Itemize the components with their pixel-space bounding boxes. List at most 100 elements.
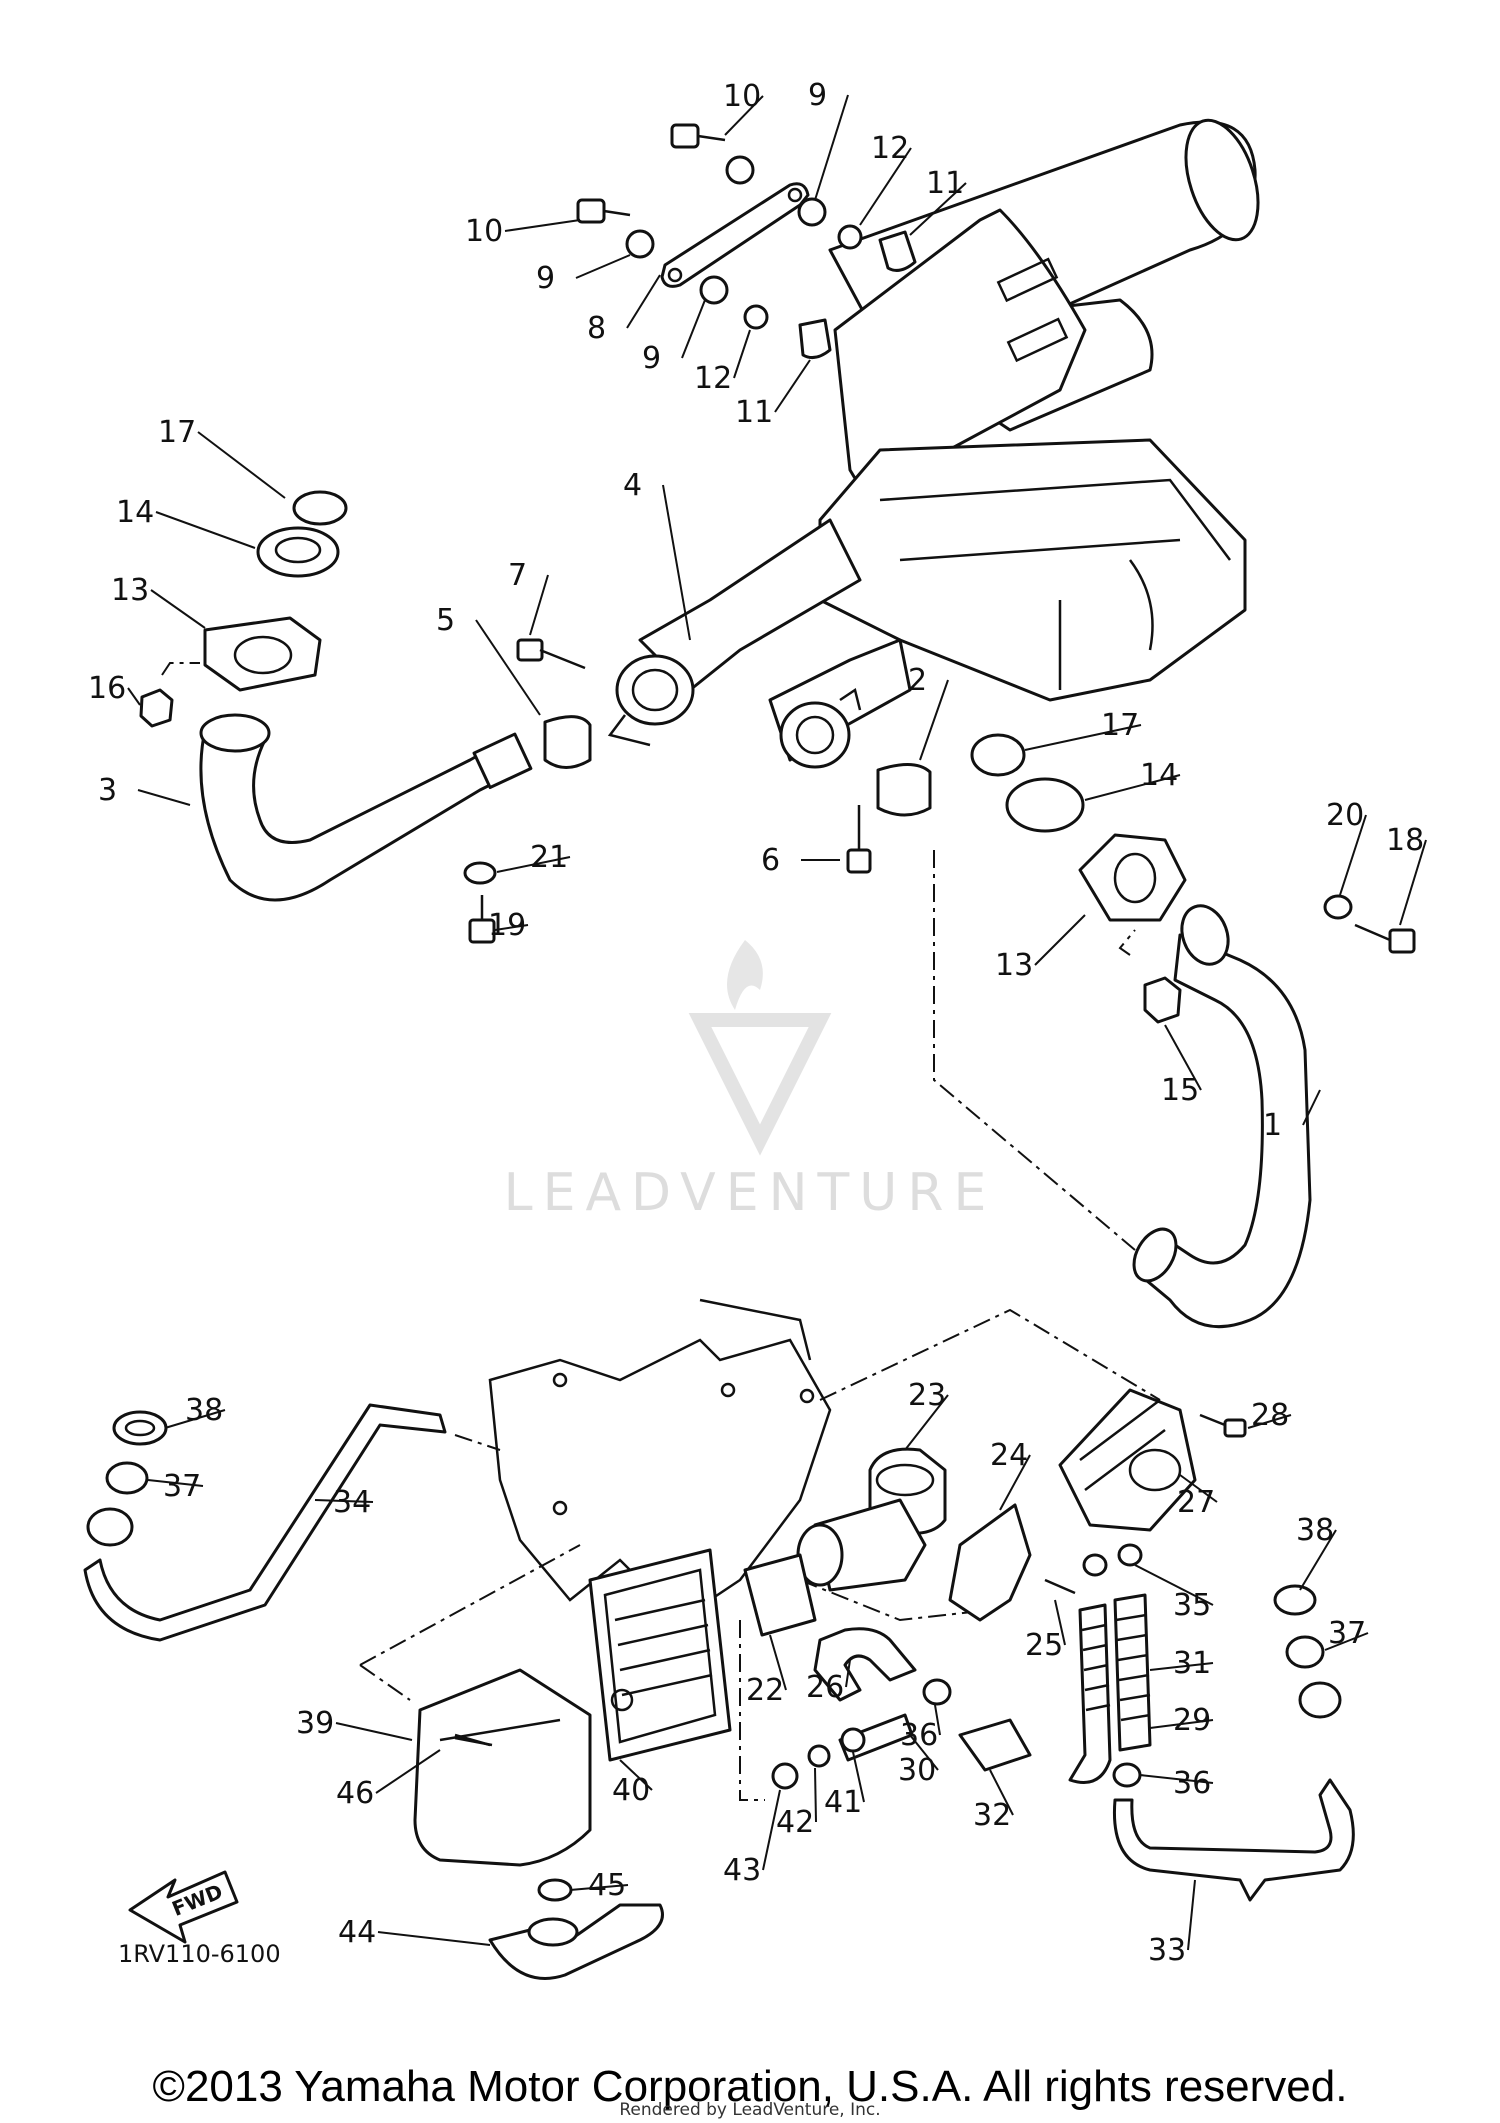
clamp-35b xyxy=(1117,1543,1143,1567)
grommet-9d xyxy=(699,275,729,305)
callout-c9c: 9 xyxy=(642,341,661,376)
callout-c39: 39 xyxy=(296,1706,334,1741)
bolt-18 xyxy=(1354,923,1416,954)
leader-line-c15 xyxy=(1164,1024,1202,1091)
callout-c5: 5 xyxy=(436,603,455,638)
hose-end-left xyxy=(86,1507,134,1547)
hose-31 xyxy=(1068,1603,1112,1784)
leader-line-c2 xyxy=(919,679,949,761)
pipe-clamp-rear xyxy=(779,687,862,769)
washer-20 xyxy=(1323,894,1353,920)
callout-c7: 7 xyxy=(508,558,527,593)
callout-c2: 2 xyxy=(908,663,927,698)
drain-hose-44 xyxy=(488,1903,664,1980)
callout-c37a: 37 xyxy=(163,1469,201,1504)
leader-line-c37b xyxy=(1324,1632,1369,1651)
callout-c36b: 36 xyxy=(1173,1766,1211,1801)
pipe-33 xyxy=(1112,1778,1355,1902)
leader-line-c19 xyxy=(494,924,529,931)
leader-line-c36a xyxy=(934,1704,941,1736)
callout-c13b: 13 xyxy=(995,948,1033,983)
leader-line-c45 xyxy=(569,1884,629,1891)
leader-line-c23 xyxy=(904,1394,949,1451)
leader-line-c36b xyxy=(1139,1774,1214,1784)
callout-c28: 28 xyxy=(1251,1398,1289,1433)
leader-line-c14b xyxy=(1084,774,1181,801)
leader-line-c44 xyxy=(377,1931,491,1946)
leader-line-c20 xyxy=(1339,814,1367,896)
callout-c21: 21 xyxy=(530,840,568,875)
callout-c24: 24 xyxy=(990,1438,1028,1473)
leader-line-c30 xyxy=(909,1734,939,1771)
callout-c11b: 11 xyxy=(735,395,773,430)
callout-c29: 29 xyxy=(1173,1703,1211,1738)
callout-c13a: 13 xyxy=(111,573,149,608)
flange-13-right xyxy=(1078,833,1187,922)
muffler-bracket xyxy=(660,182,810,288)
leader-line-c10b xyxy=(504,219,581,232)
callout-c15: 15 xyxy=(1161,1073,1199,1108)
leader-line-c37a xyxy=(147,1479,204,1487)
air-filter-cover xyxy=(413,1668,592,1867)
leader-line-c13a xyxy=(150,589,206,629)
alignment-line-left xyxy=(161,662,200,676)
leader-line-c42 xyxy=(814,1767,817,1823)
breather-hose-34 xyxy=(83,1403,447,1642)
callout-c34: 34 xyxy=(333,1485,371,1520)
grommet-43 xyxy=(771,1762,799,1790)
damper-11a xyxy=(878,230,917,272)
leader-line-c25 xyxy=(1054,1599,1066,1646)
leader-line-c11a xyxy=(909,182,967,236)
air-filter-element xyxy=(588,1548,732,1762)
callout-c22: 22 xyxy=(746,1673,784,1708)
air-cut-valve xyxy=(796,1498,927,1592)
hose-clamp-38-left xyxy=(112,1410,168,1446)
joint-32 xyxy=(958,1718,1032,1772)
leader-line-c41 xyxy=(852,1751,865,1803)
callout-c31: 31 xyxy=(1173,1646,1211,1681)
grommet-9a xyxy=(725,155,755,185)
gasket-17-right xyxy=(970,733,1026,777)
bolt-6 xyxy=(846,805,872,874)
leader-line-c14a xyxy=(155,511,256,549)
clamp-36a xyxy=(922,1678,952,1706)
joint-14-left xyxy=(256,526,340,578)
leader-line-c38b xyxy=(1299,1529,1337,1591)
nut-41 xyxy=(840,1727,866,1753)
callout-c32: 32 xyxy=(973,1798,1011,1833)
callout-c44: 44 xyxy=(338,1915,376,1950)
leader-line-c8 xyxy=(626,274,661,329)
callout-c12b: 12 xyxy=(694,361,732,396)
bracket-24 xyxy=(948,1503,1032,1622)
diagram-code: 1RV110-6100 xyxy=(118,1940,281,1968)
callout-c42: 42 xyxy=(776,1805,814,1840)
alignment-line-filter xyxy=(454,1434,501,1451)
leader-line-c32 xyxy=(989,1769,1014,1816)
callout-c38a: 38 xyxy=(185,1393,223,1428)
leader-line-c40 xyxy=(619,1759,653,1791)
gasket-17-left xyxy=(292,490,348,526)
alignment-line-43 xyxy=(739,1620,765,1801)
leader-line-c7 xyxy=(529,574,549,636)
callout-c9b: 9 xyxy=(536,261,555,296)
screw-25 xyxy=(1044,1578,1076,1595)
pipe-clamp xyxy=(607,654,695,747)
leader-line-c12a xyxy=(859,147,912,226)
alignment-line xyxy=(933,850,1136,1251)
leader-line-c22 xyxy=(769,1634,787,1691)
leader-line-c1 xyxy=(1302,1089,1321,1126)
leader-line-c16 xyxy=(127,687,141,706)
callout-c6: 6 xyxy=(761,843,780,878)
rear-exhaust-pipe xyxy=(1132,904,1312,1329)
leader-line-c46 xyxy=(375,1749,441,1794)
leader-line-c3 xyxy=(137,789,191,806)
callout-c18: 18 xyxy=(1386,823,1424,858)
hose-26 xyxy=(813,1627,917,1702)
callout-c20: 20 xyxy=(1326,798,1364,833)
callout-c36a: 36 xyxy=(900,1718,938,1753)
front-exhaust-pipe xyxy=(199,713,533,902)
nut-16 xyxy=(139,688,174,728)
grommet-9c xyxy=(625,229,655,259)
alignment-line-right xyxy=(1118,929,1136,956)
